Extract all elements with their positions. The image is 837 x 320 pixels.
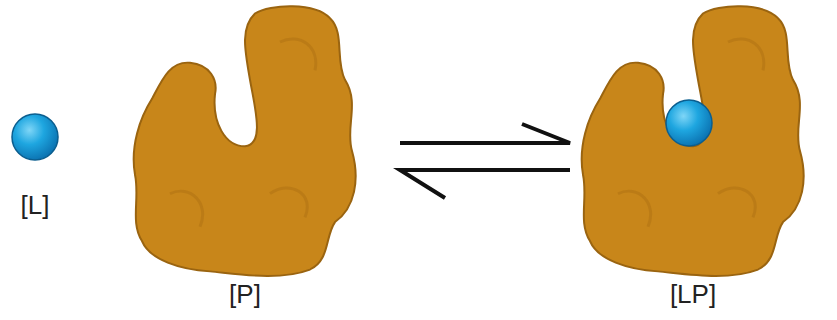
equilibrium-arrows — [400, 124, 570, 198]
ligand-sphere — [10, 112, 60, 162]
complex-node: [LP] — [578, 4, 808, 309]
ligand-node: [L] — [10, 112, 60, 220]
protein-node: [P] — [130, 4, 360, 309]
protein-shape — [130, 4, 360, 279]
harpoon-line — [400, 170, 570, 198]
harpoon-line — [400, 124, 570, 143]
species-label: [L] — [10, 190, 60, 220]
species-label: [P] — [130, 279, 360, 309]
species-label: [LP] — [578, 279, 808, 309]
ligand-sphere — [664, 98, 714, 148]
